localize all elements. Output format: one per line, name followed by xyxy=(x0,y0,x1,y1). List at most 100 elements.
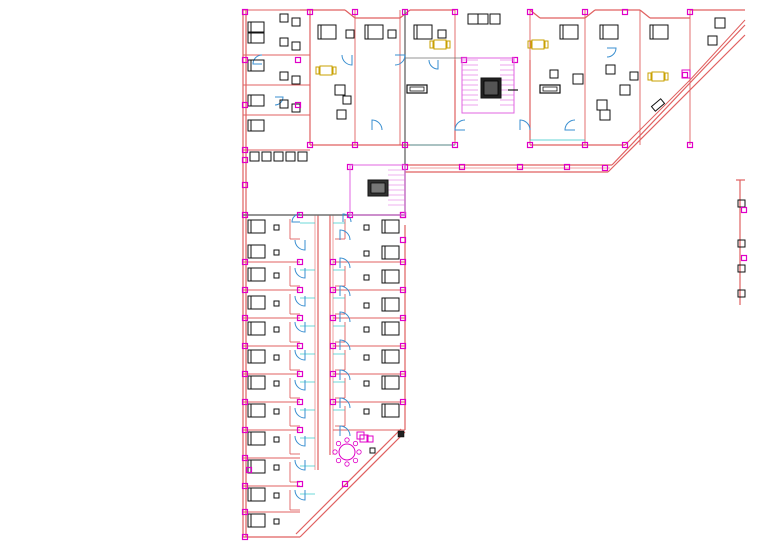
column-icon xyxy=(516,163,524,171)
column-icon xyxy=(296,426,304,434)
bed-icon xyxy=(381,375,400,390)
column-icon xyxy=(241,426,249,434)
wall-line xyxy=(344,9,356,19)
chair-icon xyxy=(363,250,370,257)
elevator-icon xyxy=(370,182,386,194)
guides-layer xyxy=(243,10,585,495)
column-icon xyxy=(296,370,304,378)
table-icon xyxy=(338,443,356,461)
column-icon xyxy=(399,286,407,294)
chair-icon xyxy=(273,272,280,279)
chair-icon xyxy=(363,380,370,387)
chair-icon xyxy=(527,40,532,49)
column-icon xyxy=(329,370,337,378)
chair-icon xyxy=(737,289,746,298)
column-icon xyxy=(399,314,407,322)
column-icon xyxy=(241,101,249,109)
column-icon xyxy=(294,101,302,109)
column-icon xyxy=(563,163,571,171)
column-icon xyxy=(399,370,407,378)
door-swing-icon xyxy=(294,407,306,419)
wall-line xyxy=(639,9,651,19)
chair-icon xyxy=(273,249,280,256)
chair-icon xyxy=(619,84,631,96)
column-icon xyxy=(401,8,409,16)
chair-icon xyxy=(332,66,337,75)
column-icon xyxy=(581,141,589,149)
column-icon xyxy=(399,236,407,244)
column-icon xyxy=(241,398,249,406)
column-icon xyxy=(740,254,748,262)
column-icon xyxy=(397,430,405,438)
door-swing-icon xyxy=(339,257,351,269)
column-icon xyxy=(241,286,249,294)
chair-icon xyxy=(335,440,342,447)
chair-icon xyxy=(273,300,280,307)
chair-icon xyxy=(291,41,301,51)
column-icon xyxy=(329,314,337,322)
sofa-icon xyxy=(539,84,561,94)
chair-icon xyxy=(429,40,434,49)
chair-icon xyxy=(261,151,272,162)
column-icon xyxy=(241,56,249,64)
chair-icon xyxy=(291,17,301,27)
door-swing-icon xyxy=(339,339,351,351)
table-icon xyxy=(651,71,665,82)
column-icon xyxy=(241,258,249,266)
column-icon xyxy=(296,211,304,219)
chair-icon xyxy=(344,461,350,467)
door-swing-icon xyxy=(341,54,353,66)
door-swing-icon xyxy=(252,54,263,65)
column-icon xyxy=(526,8,534,16)
bed-icon xyxy=(247,21,265,34)
wall-line xyxy=(529,9,541,19)
door-swing-icon xyxy=(428,59,439,70)
column-icon xyxy=(294,56,302,64)
chair-icon xyxy=(273,326,280,333)
column-icon xyxy=(686,141,694,149)
bed-icon xyxy=(247,349,266,364)
column-icon xyxy=(686,8,694,16)
bed-icon xyxy=(247,431,266,446)
wall-line xyxy=(624,79,691,146)
chair-icon xyxy=(707,35,718,46)
door-swing-icon xyxy=(294,379,306,391)
column-icon xyxy=(241,314,249,322)
bed-icon xyxy=(247,59,265,72)
chair-icon xyxy=(363,354,370,361)
chair-icon xyxy=(737,239,746,248)
door-swing-icon xyxy=(519,119,531,131)
chair-icon xyxy=(249,151,260,162)
sofa-icon xyxy=(409,86,425,92)
chair-icon xyxy=(681,69,691,79)
bed-icon xyxy=(381,349,400,364)
column-icon xyxy=(601,164,609,172)
column-icon xyxy=(451,8,459,16)
wall-line xyxy=(689,19,746,81)
chair-icon xyxy=(363,408,370,415)
chair-icon xyxy=(467,13,479,25)
chair-icon xyxy=(334,84,346,96)
door-swing-icon xyxy=(564,119,576,131)
bed-icon xyxy=(247,219,266,234)
chair-icon xyxy=(572,73,584,85)
stair-icon xyxy=(461,57,515,114)
chair-icon xyxy=(273,464,280,471)
bed-icon xyxy=(381,321,400,336)
chair-icon xyxy=(352,440,359,447)
chair-icon xyxy=(363,326,370,333)
wall-line xyxy=(299,431,406,538)
chair-icon xyxy=(273,151,284,162)
chair-icon xyxy=(664,72,669,81)
chair-icon xyxy=(605,64,616,75)
column-icon xyxy=(740,206,748,214)
chair-icon xyxy=(342,95,352,105)
column-icon xyxy=(399,398,407,406)
door-swing-icon xyxy=(606,47,617,58)
chair-icon xyxy=(273,380,280,387)
column-icon xyxy=(581,8,589,16)
sofa-icon xyxy=(542,86,558,92)
bed-icon xyxy=(381,297,400,312)
column-icon xyxy=(296,480,304,488)
bed-icon xyxy=(381,219,400,234)
